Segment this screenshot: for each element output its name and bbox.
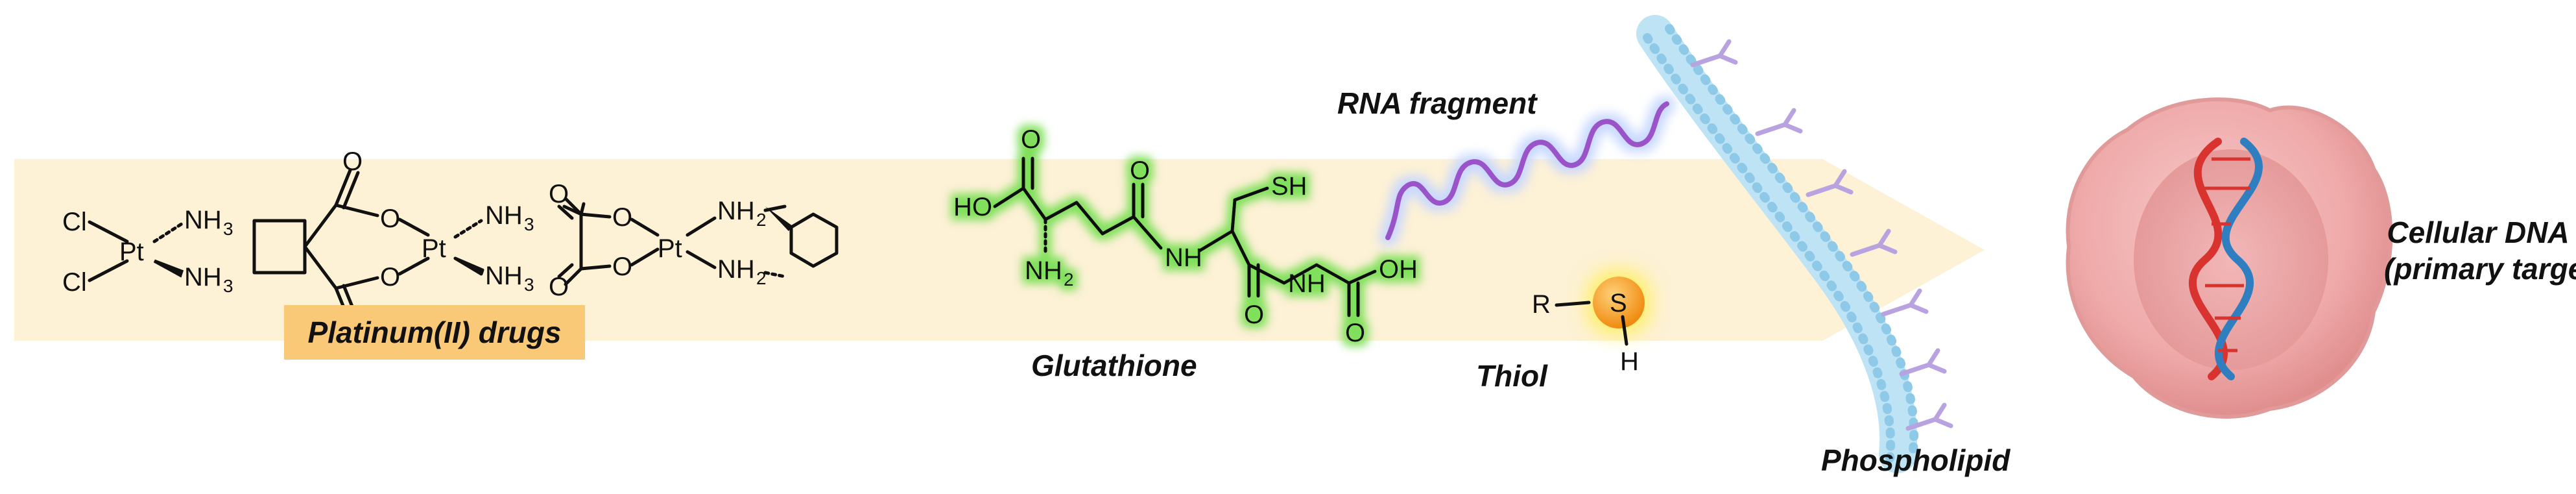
atom-subscript: 3 (223, 219, 233, 239)
thiol-label: Thiol (1476, 359, 1547, 393)
glycan-chains (1690, 39, 1953, 431)
atom-pt: Pt (119, 238, 144, 266)
atom-oh: OH (1379, 255, 1418, 284)
atom-nh: NH (1165, 243, 1202, 272)
carboplatin-structure (252, 168, 484, 325)
cellular-dna-subtitle: (primary target) (2384, 252, 2576, 286)
atom-o: O (380, 263, 400, 291)
atom-o: O (342, 147, 363, 176)
atom-o: O (612, 203, 632, 232)
wedge-bond (765, 206, 793, 231)
atom-o: O (612, 253, 632, 281)
sulfur-atom (1593, 277, 1645, 328)
phospholipid-label: Phospholipid (1821, 443, 2010, 477)
atom-o: O (1244, 301, 1264, 329)
atom-o: O (1130, 156, 1150, 185)
thiol-structure: R S H (1532, 277, 1645, 376)
atom-nh: NH (485, 201, 523, 230)
platinum-drugs-badge: Platinum(II) drugs (284, 305, 585, 360)
atom-o: O (380, 204, 400, 233)
rna-fragment-label: RNA fragment (1337, 86, 1537, 120)
platinum-drugs-label: Platinum(II) drugs (307, 315, 562, 349)
dna-rungs (2202, 157, 2250, 352)
atom-nh: NH (485, 262, 523, 290)
atom-cl: Cl (62, 208, 87, 236)
atom-r: R (1532, 290, 1551, 319)
atom-nh: NH (717, 255, 755, 284)
atom-s: S (1610, 289, 1627, 317)
atom-o: O (549, 180, 569, 208)
atom-o: O (1021, 125, 1041, 154)
cellular-dna-title: Cellular DNA (2387, 216, 2570, 249)
atom-ho: HO (953, 193, 992, 221)
cellular-dna-label: Cellular DNA (primary target) (2384, 214, 2576, 287)
phospholipid-membrane (1636, 15, 1953, 473)
atom-sh: SH (1271, 172, 1307, 201)
oxaliplatin-structure (557, 197, 839, 286)
pathway-arrow (14, 159, 1985, 341)
glutathione-label: Glutathione (1031, 349, 1197, 382)
dna-strand-blue (2214, 138, 2263, 380)
atom-cl: Cl (62, 268, 87, 297)
cell-illustration (2066, 97, 2393, 419)
atom-subscript: 2 (1064, 269, 1074, 290)
atom-nh: NH (184, 206, 222, 234)
atom-nh: NH (717, 197, 755, 225)
atom-subscript: 3 (524, 214, 534, 234)
cisplatin-structure (88, 220, 184, 282)
rna-strand (1385, 101, 1669, 240)
glutathione-structure: HO O O NH 2 NH SH O NH OH O (953, 125, 1418, 347)
atom-h: H (1620, 347, 1639, 376)
atom-pt: Pt (422, 234, 446, 263)
atom-nh: NH (1025, 256, 1062, 285)
atom-subscript: 2 (756, 210, 767, 230)
atom-subscript: 3 (524, 275, 534, 295)
atom-nh: NH (1288, 269, 1326, 298)
atom-subscript: 2 (756, 268, 767, 288)
atom-pt: Pt (658, 234, 682, 263)
cell-nucleus (2134, 149, 2328, 370)
atom-o: O (1345, 319, 1365, 347)
atom-nh: NH (184, 263, 222, 291)
atom-subscript: 3 (223, 276, 233, 296)
atom-o: O (549, 273, 569, 301)
